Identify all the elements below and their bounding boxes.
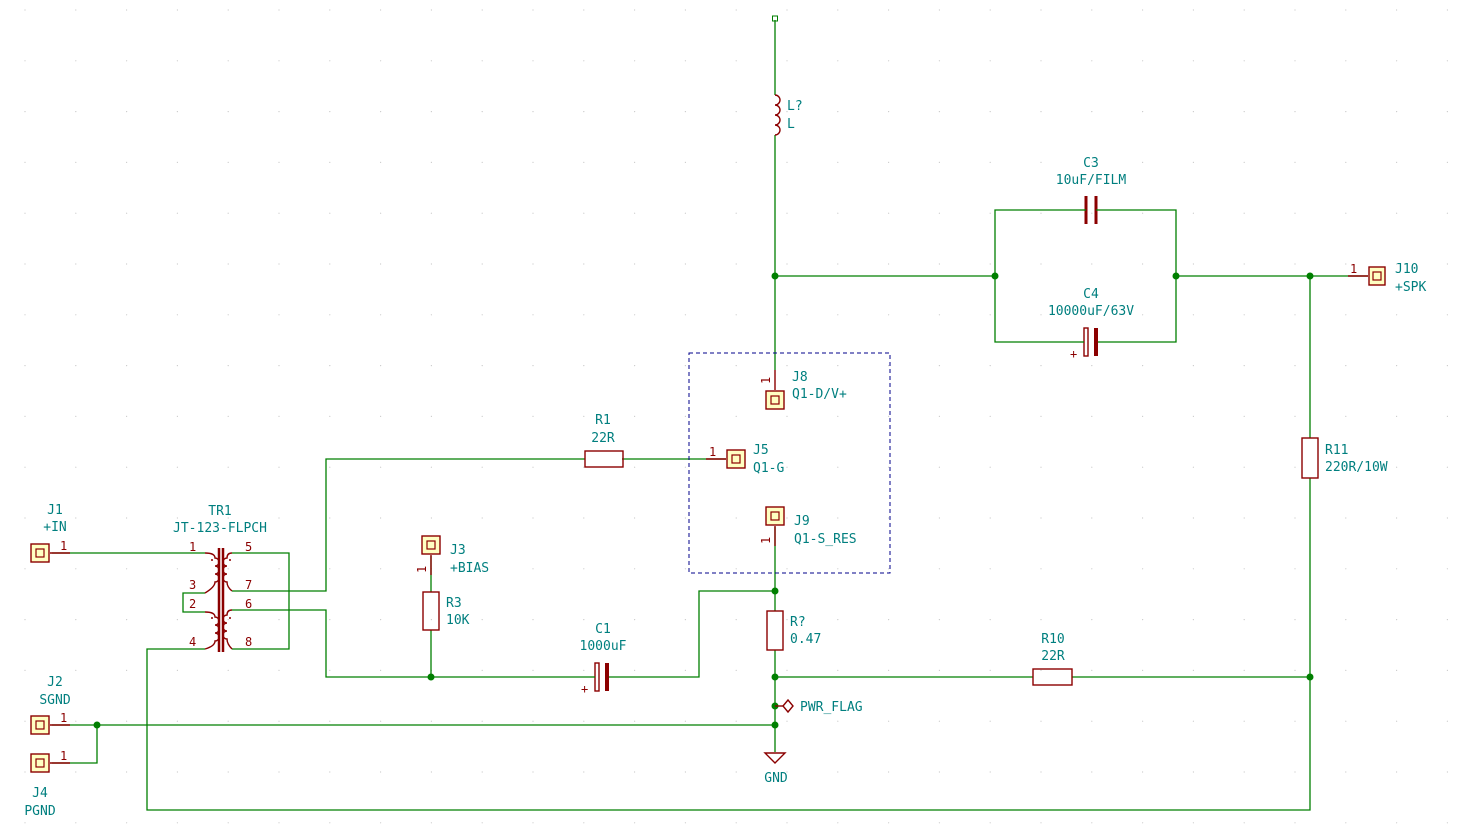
tr1-value: JT-123-FLPCH <box>173 521 267 536</box>
r7-ref: R? <box>790 615 806 630</box>
j1-value: +IN <box>43 520 66 535</box>
j5-pin: 1 <box>709 445 716 459</box>
resistor-R3: R3 10K <box>422 591 470 631</box>
resistor-R10: R10 22R <box>1032 632 1073 686</box>
connector-J2: 1 J2 SGND <box>30 675 71 735</box>
c1-polarity: + <box>581 682 588 696</box>
j1-ref: J1 <box>47 503 63 518</box>
c1-value: 1000uF <box>580 639 627 654</box>
j10-ref: J10 <box>1395 262 1418 277</box>
j10-value: +SPK <box>1395 280 1426 295</box>
r10-value: 22R <box>1041 649 1065 664</box>
c4-ref: C4 <box>1083 287 1099 302</box>
j9-ref: J9 <box>794 514 810 529</box>
j8-ref: J8 <box>792 370 808 385</box>
inductor-ref: L? <box>787 99 803 114</box>
wires <box>52 20 1368 811</box>
j5-value: Q1-G <box>753 461 784 476</box>
connector-J4: 1 J4 PGND <box>24 749 70 819</box>
r1-ref: R1 <box>595 413 611 428</box>
r3-ref: R3 <box>446 596 462 611</box>
tr1-pin-3: 3 <box>189 578 196 592</box>
capacitor-C3: C3 10uF/FILM <box>1056 156 1127 224</box>
r10-ref: R10 <box>1041 632 1064 647</box>
junctions <box>93 272 1314 729</box>
gnd-symbol: GND <box>763 752 788 786</box>
tr1-pin-2: 2 <box>189 597 196 611</box>
tr1-pin-4: 4 <box>189 635 196 649</box>
r11-value: 220R/10W <box>1325 460 1388 475</box>
capacitor-C1: + C1 1000uF <box>580 622 627 696</box>
j9-value: Q1-S_RES <box>794 532 857 547</box>
c3-value: 10uF/FILM <box>1056 173 1127 188</box>
pwr-flag-label: PWR_FLAG <box>800 700 863 715</box>
resistor-R7: R? 0.47 <box>766 610 821 651</box>
j1-pin: 1 <box>60 539 67 553</box>
tr1-ref: TR1 <box>208 504 231 519</box>
j2-pin: 1 <box>60 711 67 725</box>
tr1-pin-5: 5 <box>245 540 252 554</box>
tr1-pin-1: 1 <box>189 540 196 554</box>
resistor-R1: R1 22R <box>584 413 624 468</box>
gnd-label: GND <box>764 771 788 786</box>
j2-value: SGND <box>39 693 70 708</box>
resistor-R11: R11 220R/10W <box>1301 437 1388 479</box>
j3-ref: J3 <box>450 543 466 558</box>
grid-dots <box>24 9 1448 824</box>
c3-ref: C3 <box>1083 156 1099 171</box>
connector-J10: 1 J10 +SPK <box>1348 262 1426 295</box>
j5-ref: J5 <box>753 443 769 458</box>
tr1-pin-6: 6 <box>245 597 252 611</box>
capacitor-C4: + C4 10000uF/63V <box>1048 287 1134 361</box>
j8-pin: 1 <box>759 377 773 384</box>
transformer-TR1: TR1 JT-123-FLPCH 1 3 2 4 5 7 6 8 <box>173 504 267 652</box>
j4-ref: J4 <box>32 786 48 801</box>
tr1-pin-8: 8 <box>245 635 252 649</box>
j2-ref: J2 <box>47 675 63 690</box>
j10-pin: 1 <box>1350 262 1357 276</box>
supply-terminal <box>772 15 778 22</box>
connector-J8: 1 J8 Q1-D/V+ <box>759 370 847 410</box>
c1-ref: C1 <box>595 622 611 637</box>
r11-ref: R11 <box>1325 443 1348 458</box>
r7-value: 0.47 <box>790 632 821 647</box>
c4-polarity: + <box>1070 347 1077 361</box>
j4-pin: 1 <box>60 749 67 763</box>
j4-value: PGND <box>24 804 55 819</box>
inductor-value: L <box>787 117 795 132</box>
power-flag: PWR_FLAG <box>775 698 863 715</box>
connector-J3: 1 J3 +BIAS <box>415 535 489 576</box>
j3-pin: 1 <box>415 566 429 573</box>
inductor-L: L? L <box>774 94 803 136</box>
r1-value: 22R <box>591 431 615 446</box>
connector-J1: 1 J1 +IN <box>30 503 70 563</box>
connector-J9: 1 J9 Q1-S_RES <box>759 506 857 547</box>
r3-value: 10K <box>446 613 470 628</box>
q1-group-box <box>688 352 891 574</box>
connector-J5: 1 J5 Q1-G <box>706 443 784 476</box>
c4-value: 10000uF/63V <box>1048 304 1134 319</box>
j9-pin: 1 <box>759 537 773 544</box>
j8-value: Q1-D/V+ <box>792 387 847 402</box>
j3-value: +BIAS <box>450 561 489 576</box>
tr1-pin-7: 7 <box>245 578 252 592</box>
